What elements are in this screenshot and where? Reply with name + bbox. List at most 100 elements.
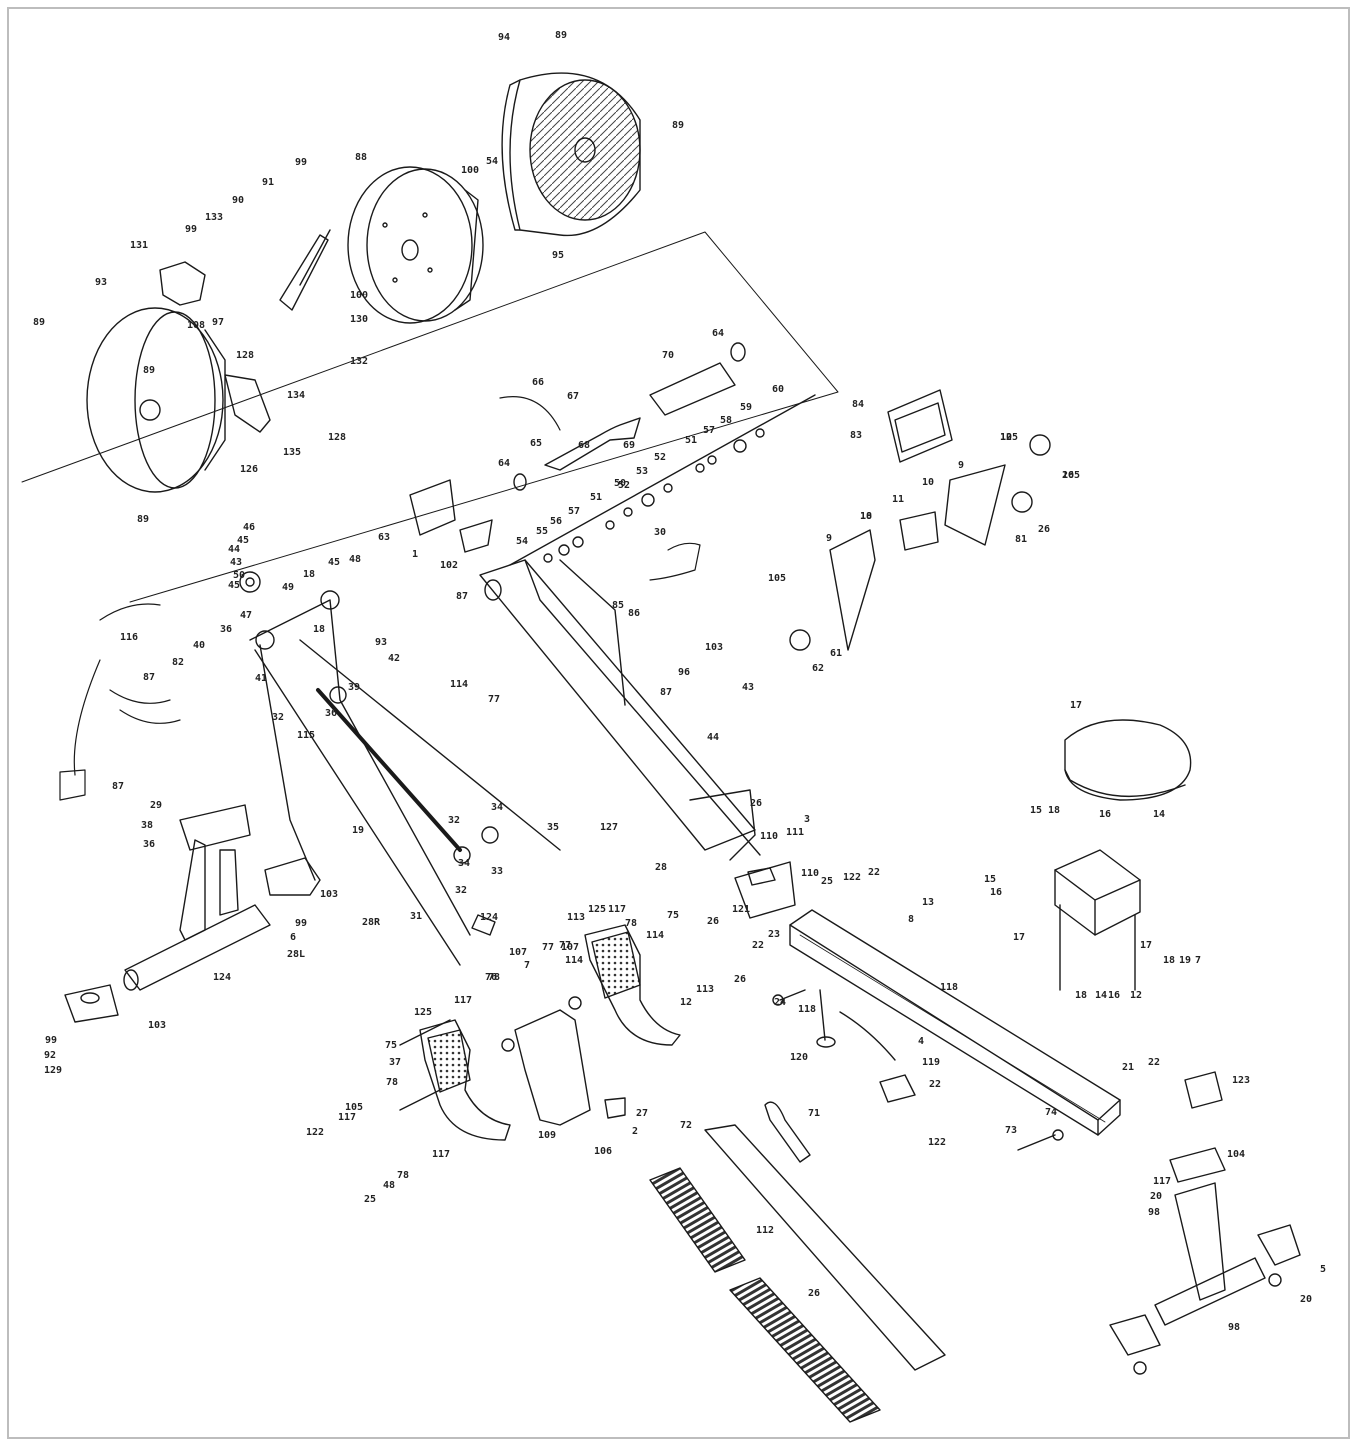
part-label-81: 43	[230, 557, 242, 568]
part-label-86: 45	[328, 557, 340, 568]
part-label-125: 92	[44, 1050, 56, 1061]
part-label-111: 35	[547, 822, 559, 833]
part-label-18: 130	[350, 314, 368, 325]
part-label-4: 88	[355, 152, 367, 163]
part-label-132: 28	[655, 862, 667, 873]
pulley-assembly	[239, 571, 561, 966]
part-label-109: 32	[448, 815, 460, 826]
part-label-210: 117	[1153, 1176, 1171, 1187]
part-label-135: 26	[707, 916, 719, 927]
part-outlines	[21, 72, 1301, 1423]
wiring-cables	[59, 396, 701, 801]
part-label-160: 78	[625, 918, 637, 929]
part-label-175: 75	[385, 1040, 397, 1051]
part-label-168: 76	[485, 972, 497, 983]
part-label-136: 25	[821, 876, 833, 887]
part-label-128: 26	[750, 798, 762, 809]
part-label-82: 50	[233, 570, 245, 581]
part-label-171: 7	[524, 960, 530, 971]
part-label-213: 5	[1320, 1264, 1326, 1275]
part-label-207: 112	[756, 1225, 774, 1236]
part-label-212: 98	[1148, 1207, 1160, 1218]
part-label-28: 70	[662, 350, 674, 361]
part-label-33: 69	[623, 440, 635, 451]
part-label-88: 47	[240, 610, 252, 621]
part-label-55: 11	[892, 494, 904, 505]
part-label-187: 48	[383, 1180, 395, 1191]
part-label-13: 93	[95, 277, 107, 288]
part-label-42: 50	[614, 478, 626, 489]
part-label-79: 45	[237, 535, 249, 546]
part-label-184: 109	[538, 1130, 556, 1141]
part-label-166: 77	[559, 940, 571, 951]
part-label-38: 51	[685, 435, 697, 446]
fan-housing-small	[409, 479, 493, 553]
part-label-46: 55	[536, 526, 548, 537]
rear-stabilizer	[64, 804, 321, 1023]
part-label-176: 37	[389, 1057, 401, 1068]
part-label-5: 100	[461, 165, 479, 176]
part-label-153: 18	[1163, 955, 1175, 966]
part-label-58: 18	[860, 511, 872, 522]
part-label-197: 118	[940, 982, 958, 993]
console-monitor	[887, 389, 953, 463]
part-label-89: 36	[220, 624, 232, 635]
part-label-159: 117	[608, 904, 626, 915]
part-label-108: 19	[352, 825, 364, 836]
part-label-29: 66	[532, 377, 544, 388]
part-label-15: 89	[33, 317, 45, 328]
part-label-206: 72	[680, 1120, 692, 1131]
part-label-102: 87	[112, 781, 124, 792]
part-label-138: 22	[868, 867, 880, 878]
part-label-37: 57	[703, 425, 715, 436]
part-label-142: 16	[1099, 809, 1111, 820]
part-label-26: 89	[137, 514, 149, 525]
part-label-162: 114	[646, 930, 664, 941]
part-label-145: 14	[1153, 809, 1165, 820]
part-label-208: 26	[808, 1288, 820, 1299]
part-label-77: 44	[707, 732, 719, 743]
small-hardware	[772, 989, 1223, 1151]
part-label-196: 119	[922, 1057, 940, 1068]
part-label-214: 20	[1300, 1294, 1312, 1305]
front-bracket	[734, 861, 796, 919]
part-label-201: 22	[1148, 1057, 1160, 1068]
part-label-139: 13	[922, 897, 934, 908]
part-label-100: 116	[120, 632, 138, 643]
part-label-48: 52	[618, 480, 630, 491]
part-label-112: 34	[458, 858, 470, 869]
part-label-21: 89	[143, 365, 155, 376]
part-label-199: 122	[928, 1137, 946, 1148]
part-label-92: 42	[388, 653, 400, 664]
part-label-14: 100	[350, 290, 368, 301]
part-label-45: 56	[550, 516, 562, 527]
part-label-167: 107	[509, 947, 527, 958]
part-label-157: 113	[567, 912, 585, 923]
part-label-181: 27	[636, 1108, 648, 1119]
part-label-12: 95	[552, 250, 564, 261]
part-label-188: 25	[364, 1194, 376, 1205]
part-label-30: 67	[567, 391, 579, 402]
part-label-68: 102	[440, 560, 458, 571]
part-label-53: 9	[958, 460, 964, 471]
part-label-32: 68	[578, 440, 590, 451]
part-label-149: 18	[1075, 990, 1087, 1001]
part-label-93: 40	[193, 640, 205, 651]
part-label-113: 33	[491, 866, 503, 877]
part-label-190: 22	[752, 940, 764, 951]
part-label-99: 82	[172, 657, 184, 668]
part-label-204: 73	[1005, 1125, 1017, 1136]
part-label-1: 94	[498, 32, 510, 43]
part-label-20: 128	[236, 350, 254, 361]
part-label-143: 15	[1030, 805, 1042, 816]
handle-bar	[513, 342, 746, 491]
part-label-36: 58	[720, 415, 732, 426]
part-label-105: 29	[150, 800, 162, 811]
part-label-95: 39	[348, 682, 360, 693]
part-label-141: 17	[1070, 700, 1082, 711]
part-label-147: 16	[990, 887, 1002, 898]
part-label-191: 23	[768, 929, 780, 940]
part-label-39: 64	[498, 458, 510, 469]
part-label-123: 103	[148, 1020, 166, 1031]
